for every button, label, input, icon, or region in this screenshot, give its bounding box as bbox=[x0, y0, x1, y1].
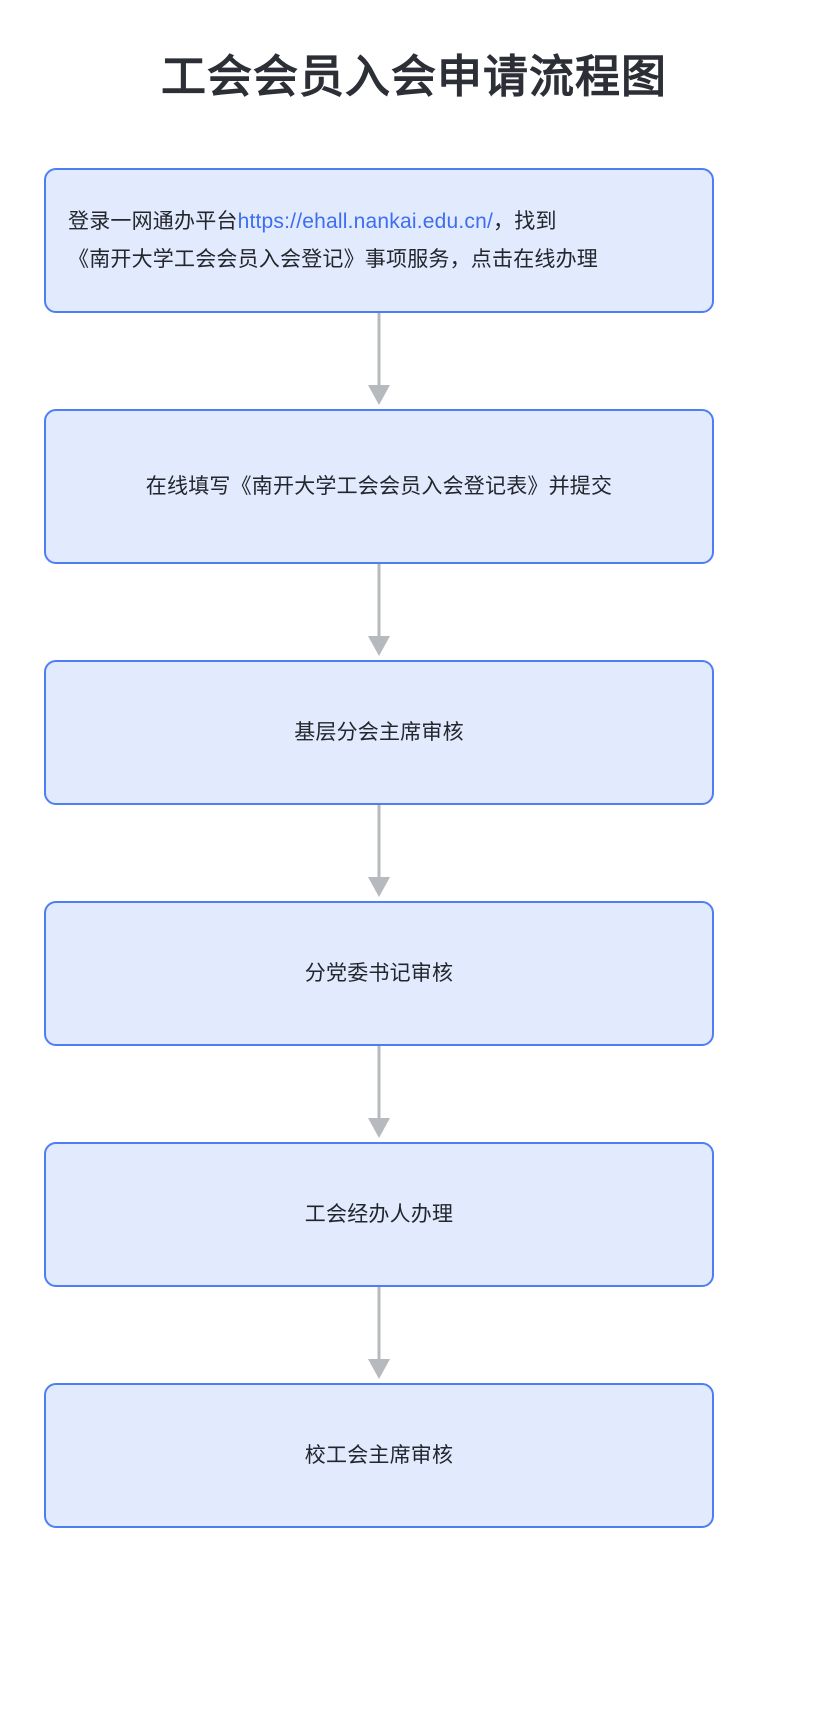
page-title: 工会会员入会申请流程图 bbox=[160, 51, 667, 102]
arrow-down-icon bbox=[368, 636, 390, 656]
flow-connector-4 bbox=[44, 1046, 714, 1142]
flow-node-step3[interactable]: 基层分会主席审核 bbox=[44, 660, 714, 805]
arrow-down-icon bbox=[368, 385, 390, 405]
step1-suffix-text: ，找到 bbox=[493, 209, 557, 233]
step1-prefix-text: 登录一网通办平台 bbox=[68, 209, 238, 233]
flow-node-step1[interactable]: 登录一网通办平台https://ehall.nankai.edu.cn/，找到 … bbox=[44, 168, 714, 313]
flow-node-step6[interactable]: 校工会主席审核 bbox=[44, 1383, 714, 1528]
flow-node-step4-text: 分党委书记审核 bbox=[304, 961, 454, 985]
flow-connector-1 bbox=[44, 313, 714, 409]
flow-node-step3-text: 基层分会主席审核 bbox=[294, 720, 464, 744]
ehall-portal-link[interactable]: https://ehall.nankai.edu.cn/ bbox=[237, 209, 494, 233]
arrow-down-icon bbox=[368, 1118, 390, 1138]
flowchart-body: 登录一网通办平台https://ehall.nankai.edu.cn/，找到 … bbox=[44, 168, 714, 1528]
step1-line2-text: 《南开大学工会会员入会登记》事项服务，点击在线办理 bbox=[68, 247, 598, 271]
arrow-shaft-icon bbox=[377, 1287, 381, 1365]
flow-node-step4[interactable]: 分党委书记审核 bbox=[44, 901, 714, 1046]
flow-node-step6-text: 校工会主席审核 bbox=[304, 1443, 454, 1467]
flow-node-step5[interactable]: 工会经办人办理 bbox=[44, 1142, 714, 1287]
flow-connector-2 bbox=[44, 564, 714, 660]
flow-connector-3 bbox=[44, 805, 714, 901]
flow-node-step2[interactable]: 在线填写《南开大学工会会员入会登记表》并提交 bbox=[44, 409, 714, 564]
flow-node-step1-text: 登录一网通办平台https://ehall.nankai.edu.cn/，找到 … bbox=[64, 203, 694, 279]
flow-node-step2-text: 在线填写《南开大学工会会员入会登记表》并提交 bbox=[145, 474, 613, 498]
arrow-down-icon bbox=[368, 877, 390, 897]
arrow-shaft-icon bbox=[377, 313, 381, 391]
arrow-shaft-icon bbox=[377, 1046, 381, 1124]
flow-node-step5-text: 工会经办人办理 bbox=[304, 1202, 454, 1226]
arrow-down-icon bbox=[368, 1359, 390, 1379]
arrow-shaft-icon bbox=[377, 805, 381, 883]
flow-connector-5 bbox=[44, 1287, 714, 1383]
arrow-shaft-icon bbox=[377, 564, 381, 642]
